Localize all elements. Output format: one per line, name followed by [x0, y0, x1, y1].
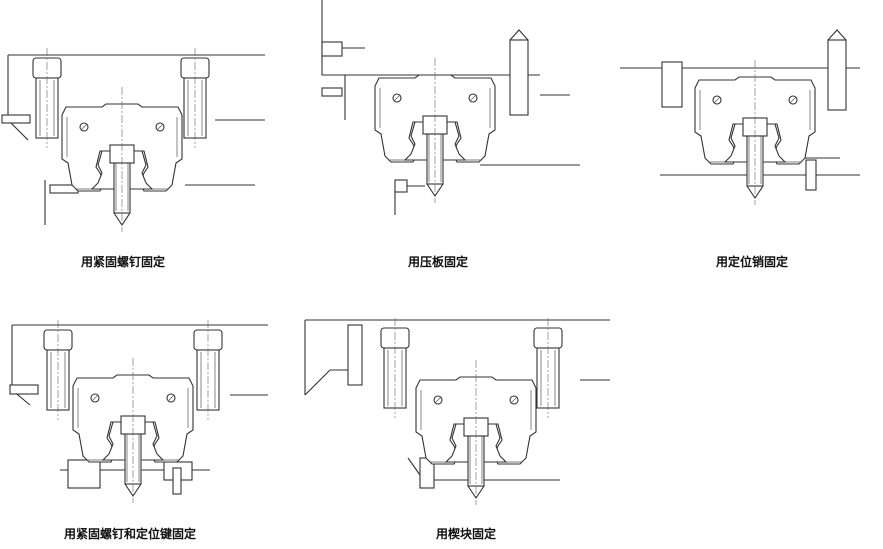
- caption-screw-and-key-fixing: 用紧固螺钉和定位键固定: [63, 527, 197, 541]
- figure-dowel-pin-fixing: [620, 29, 860, 206]
- caption-wedge-block-fixing: 用楔块固定: [435, 527, 497, 541]
- figure-screw-and-key-fixing: [9, 319, 268, 504]
- figure-clamp-plate-fixing: [321, 0, 580, 215]
- figure-screw-fixing: [1, 47, 265, 233]
- figure-wedge-block-fixing: [304, 317, 610, 506]
- caption-dowel-pin-fixing: 用定位销固定: [715, 255, 789, 269]
- caption-clamp-plate-fixing: 用压板固定: [407, 255, 469, 269]
- caption-screw-fixing: 用紧固螺钉固定: [80, 255, 166, 269]
